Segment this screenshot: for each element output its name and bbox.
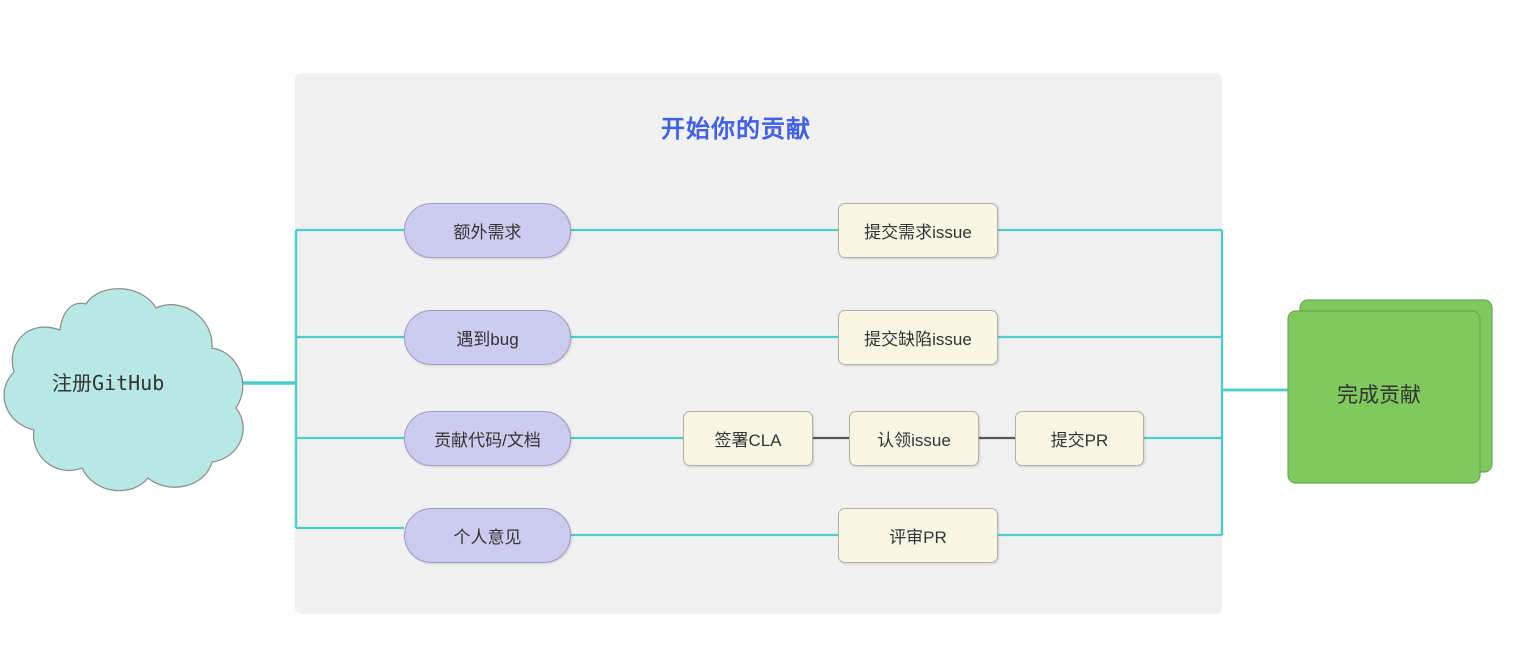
branch-step-review-pr[interactable]: 评审PR	[838, 508, 998, 563]
end-node-label: 完成贡献	[1337, 384, 1421, 407]
branch-step-submit-pr[interactable]: 提交PR	[1015, 411, 1144, 466]
branch-trigger-bug-report[interactable]: 遇到bug	[404, 310, 571, 365]
branch-trigger-contribute-code[interactable]: 贡献代码/文档	[404, 411, 571, 466]
branch-trigger-feature-request[interactable]: 额外需求	[404, 203, 571, 258]
stacked-card-front	[1287, 310, 1481, 484]
branch-step-claim-issue[interactable]: 认领issue	[849, 411, 979, 466]
start-node-label: 注册GitHub	[52, 371, 165, 395]
branch-step-sign-cla[interactable]: 签署CLA	[683, 411, 813, 466]
branch-step-submit-bug-issue[interactable]: 提交缺陷issue	[838, 310, 998, 365]
branch-step-submit-feature-issue[interactable]: 提交需求issue	[838, 203, 998, 258]
start-node-cloud[interactable]	[3, 288, 244, 492]
branch-trigger-personal-opinion[interactable]: 个人意见	[404, 508, 571, 563]
end-node-stacked-card[interactable]	[1287, 299, 1493, 484]
panel-title: 开始你的贡献	[661, 116, 811, 143]
cloud-shape	[3, 288, 244, 492]
